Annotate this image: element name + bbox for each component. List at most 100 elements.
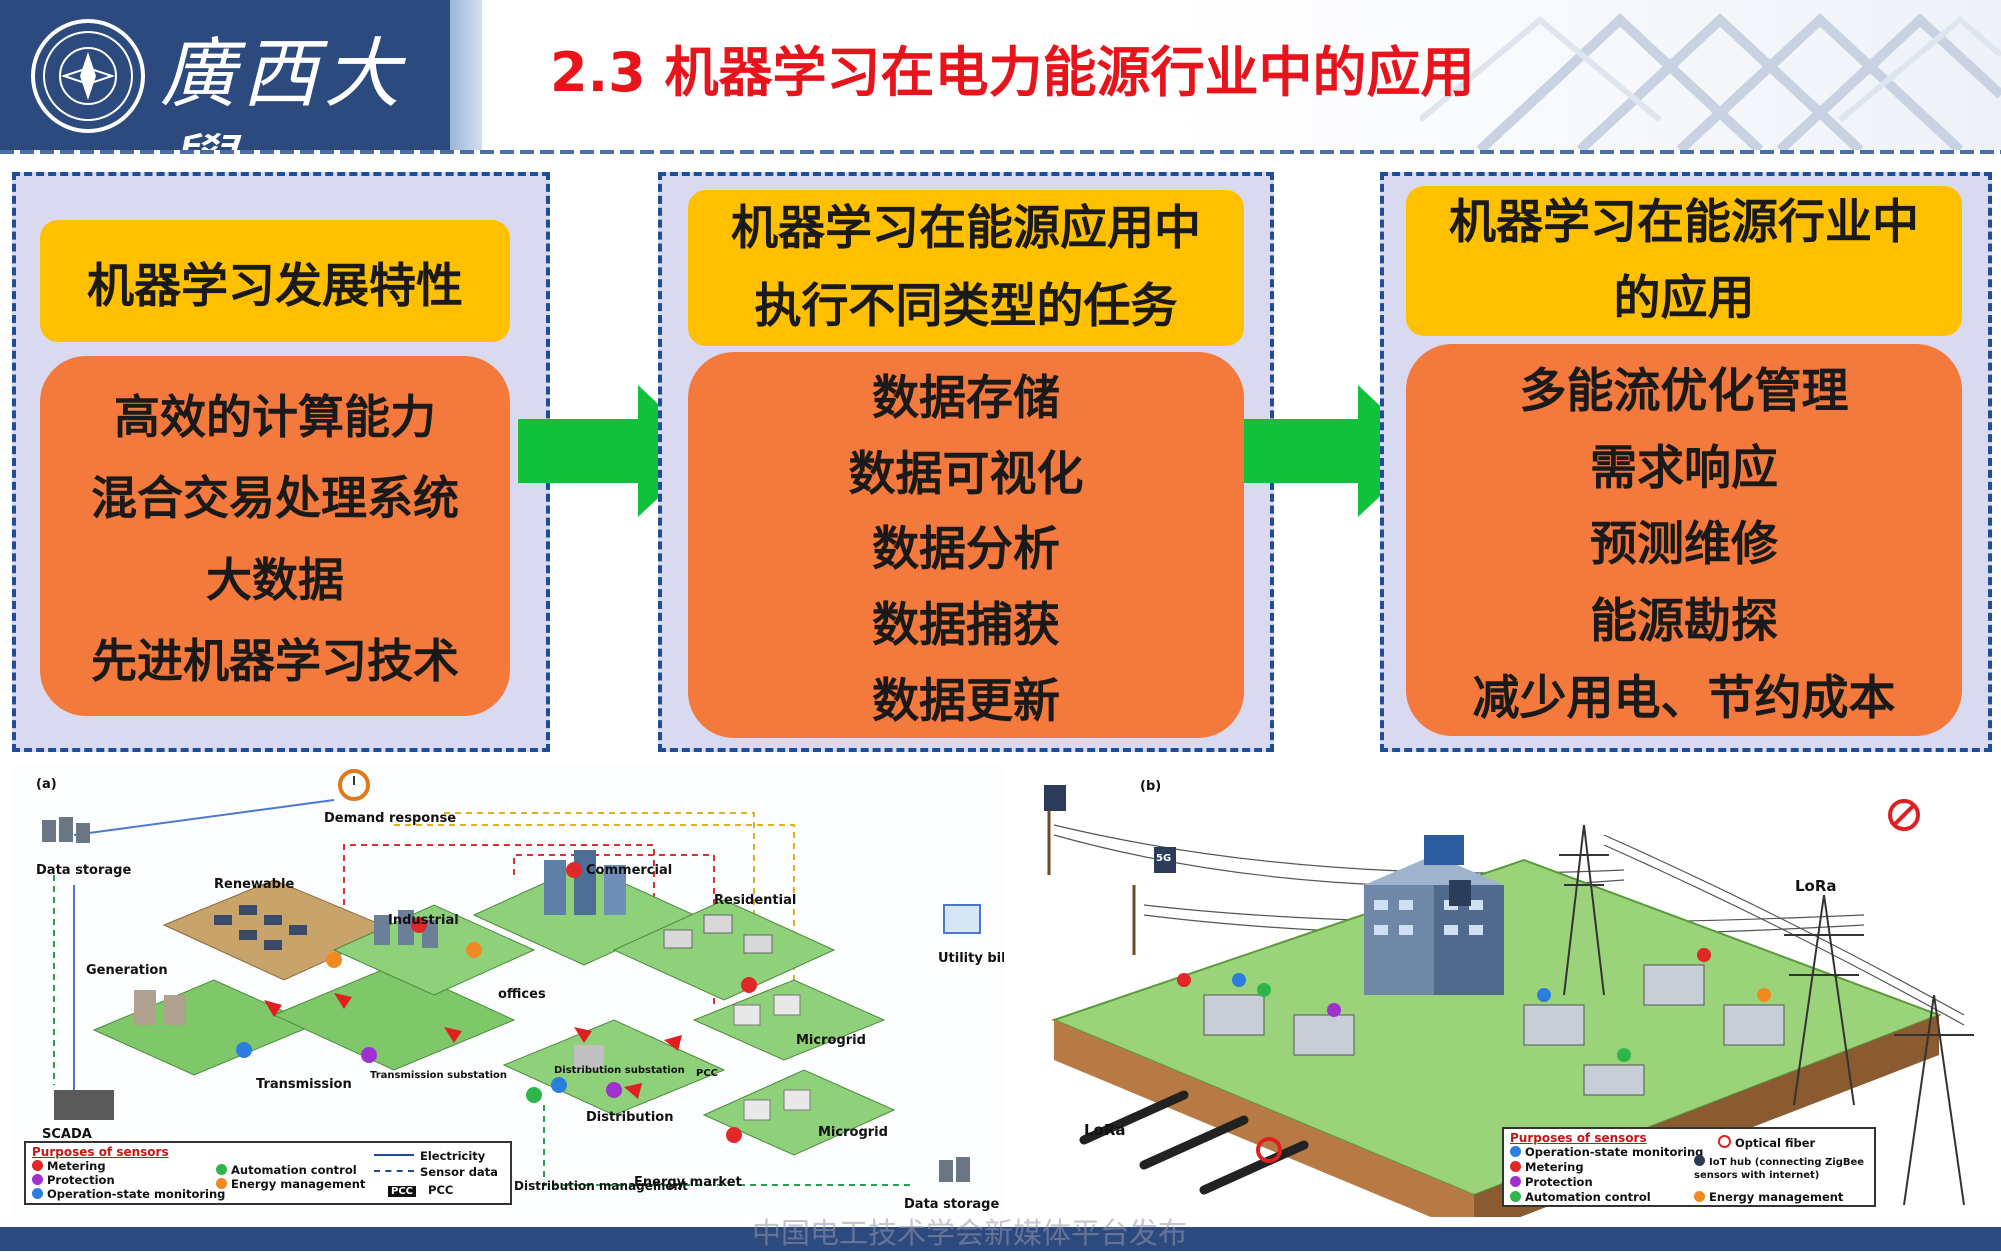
legend-operation-state-label: Operation-state monitoring (47, 1187, 226, 1201)
label-utility-billing: Utility billing (938, 951, 1004, 966)
panel-3-item: 需求响应 (1590, 440, 1778, 496)
legend-automation: Automation control (1510, 1190, 1651, 1204)
smart-grid-illustration (42, 769, 981, 1186)
iot-hub-icon (1694, 1155, 1705, 1166)
smart-grid-diagram-a: (a) Demand response Data storage Renewab… (14, 765, 1004, 1217)
header-divider (0, 150, 2001, 154)
header-stripe (450, 0, 482, 150)
header-logo-area: 廣西大學 (0, 0, 450, 214)
legend-automation-label: Automation control (1525, 1190, 1651, 1204)
label-lora: LoRa (1084, 1121, 1126, 1139)
energy-management-dot-icon (216, 1178, 227, 1189)
panel-2-item: 数据更新 (872, 674, 1060, 730)
label-distribution-management: Distribution management (514, 1179, 688, 1193)
panel-ml-characteristics: 机器学习发展特性 高效的计算能力 混合交易处理系统 大数据 先进机器学习技术 (12, 172, 550, 752)
label-scada: SCADA (42, 1127, 92, 1142)
label-transmission: Transmission (256, 1077, 352, 1092)
panel-3-item: 多能流优化管理 (1519, 363, 1849, 419)
legend-protection: Protection (1510, 1175, 1593, 1189)
label-energy-market: Energy market (634, 1175, 742, 1190)
smart-grid-diagram-b: (b) LoRa LoRa 5G Purposes of sensors Ope… (1004, 765, 1990, 1217)
legend-protection-label: Protection (1525, 1175, 1593, 1189)
legend-pcc-label: PCC (428, 1183, 454, 1197)
watermark: 中国电工技术学会新媒体平台发布 (752, 1216, 1188, 1250)
panel-1-content: 高效的计算能力 混合交易处理系统 大数据 先进机器学习技术 (40, 356, 510, 716)
legend-automation: Automation control (216, 1163, 357, 1177)
legend-metering: Metering (32, 1159, 106, 1173)
legend-metering-label: Metering (1525, 1160, 1584, 1174)
label-pcc: PCC (696, 1068, 719, 1079)
label-5g: 5G (1156, 853, 1172, 864)
legend-energy-management: Energy management (1694, 1190, 1843, 1204)
label-commercial: Commercial (586, 863, 673, 878)
header-band (482, 0, 2001, 150)
protection-dot-icon (1510, 1176, 1521, 1187)
legend-a-title: Purposes of sensors (32, 1145, 169, 1159)
pcc-box-icon: PCC (388, 1186, 417, 1197)
panel-1-item: 大数据 (206, 552, 344, 607)
label-generation: Generation (86, 963, 168, 978)
panel-ml-tasks: 机器学习在能源应用中 执行不同类型的任务 数据存储 数据可视化 数据分析 数据捕… (658, 172, 1274, 752)
metering-dot-icon (1510, 1161, 1521, 1172)
panel-2-header-line: 执行不同类型的任务 (754, 279, 1178, 334)
footer-bar (0, 1227, 2001, 1251)
label-data-storage: Data storage (904, 1197, 1000, 1212)
panel-2-item: 数据捕获 (872, 598, 1060, 654)
label-microgrid: Microgrid (818, 1125, 888, 1140)
legend-metering-label: Metering (47, 1159, 106, 1173)
automation-dot-icon (216, 1164, 227, 1175)
legend-pcc: PCC PCC (388, 1183, 453, 1197)
label-renewable: Renewable (214, 877, 295, 892)
diagram-b-tag: (b) (1140, 779, 1162, 794)
legend-iot-hub: IoT hub (connecting ZigBee sensors with … (1694, 1155, 1872, 1182)
legend-electricity-label: Electricity (420, 1149, 486, 1163)
protection-dot-icon (32, 1174, 43, 1185)
legend-energy-management-label: Energy management (1709, 1190, 1844, 1204)
panel-3-content: 多能流优化管理 需求响应 预测维修 能源勘探 减少用电、节约成本 (1406, 344, 1962, 736)
panel-3-header-line: 的应用 (1613, 271, 1755, 326)
legend-optical-fiber-label: Optical fiber (1735, 1136, 1816, 1150)
legend-energy-management: Energy management (216, 1177, 365, 1191)
legend-b-title: Purposes of sensors (1510, 1131, 1647, 1145)
legend-protection-label: Protection (47, 1173, 115, 1187)
panel-2-item: 数据分析 (872, 522, 1060, 578)
energy-management-dot-icon (1694, 1191, 1705, 1202)
label-lora: LoRa (1795, 877, 1837, 895)
panel-3-header-line: 机器学习在能源行业中 (1449, 195, 1919, 250)
diagram-a-tag: (a) (36, 777, 57, 792)
metering-dot-icon (32, 1160, 43, 1171)
label-microgrid: Microgrid (796, 1033, 866, 1048)
label-residential: Residential (714, 893, 797, 908)
legend-operation-state-label: Operation-state monitoring (1525, 1145, 1704, 1159)
label-distribution: Distribution (586, 1110, 674, 1125)
operation-state-dot-icon (32, 1188, 43, 1199)
panel-3-item: 减少用电、节约成本 (1472, 671, 1896, 727)
panel-2-header: 机器学习在能源应用中 执行不同类型的任务 (688, 190, 1244, 346)
automation-dot-icon (1510, 1191, 1521, 1202)
panel-ml-applications: 机器学习在能源行业中 的应用 多能流优化管理 需求响应 预测维修 能源勘探 减少… (1380, 172, 1992, 752)
legend-a: Purposes of sensors Metering Protection … (24, 1141, 512, 1205)
legend-sensor-data: Sensor data (374, 1165, 498, 1179)
panel-1-item: 先进机器学习技术 (91, 633, 459, 688)
panel-1-header-line: 机器学习发展特性 (87, 258, 463, 314)
operation-state-dot-icon (1510, 1146, 1521, 1157)
legend-energy-management-label: Energy management (231, 1177, 366, 1191)
legend-iot-hub-label: IoT hub (connecting ZigBee sensors with … (1694, 1157, 1865, 1181)
sensor-data-line-icon (374, 1170, 414, 1172)
legend-metering: Metering (1510, 1160, 1584, 1174)
legend-operation-state: Operation-state monitoring (1510, 1145, 1703, 1159)
panel-2-item: 数据存储 (872, 370, 1060, 426)
label-data-storage: Data storage (36, 863, 132, 878)
label-transmission-substation: Transmission substation (370, 1070, 508, 1081)
legend-automation-label: Automation control (231, 1163, 357, 1177)
legend-protection: Protection (32, 1173, 115, 1187)
panel-1-item: 混合交易处理系统 (91, 471, 459, 526)
panel-2-header-line: 机器学习在能源应用中 (731, 201, 1201, 256)
panel-3-item: 能源勘探 (1590, 594, 1778, 650)
panel-2-content: 数据存储 数据可视化 数据分析 数据捕获 数据更新 (688, 352, 1244, 738)
legend-electricity: Electricity (374, 1149, 485, 1163)
label-distribution-substation: Distribution substation (554, 1065, 685, 1076)
panel-1-header: 机器学习发展特性 (40, 220, 510, 342)
optical-fiber-icon (1718, 1135, 1731, 1148)
panel-3-header: 机器学习在能源行业中 的应用 (1406, 186, 1962, 336)
